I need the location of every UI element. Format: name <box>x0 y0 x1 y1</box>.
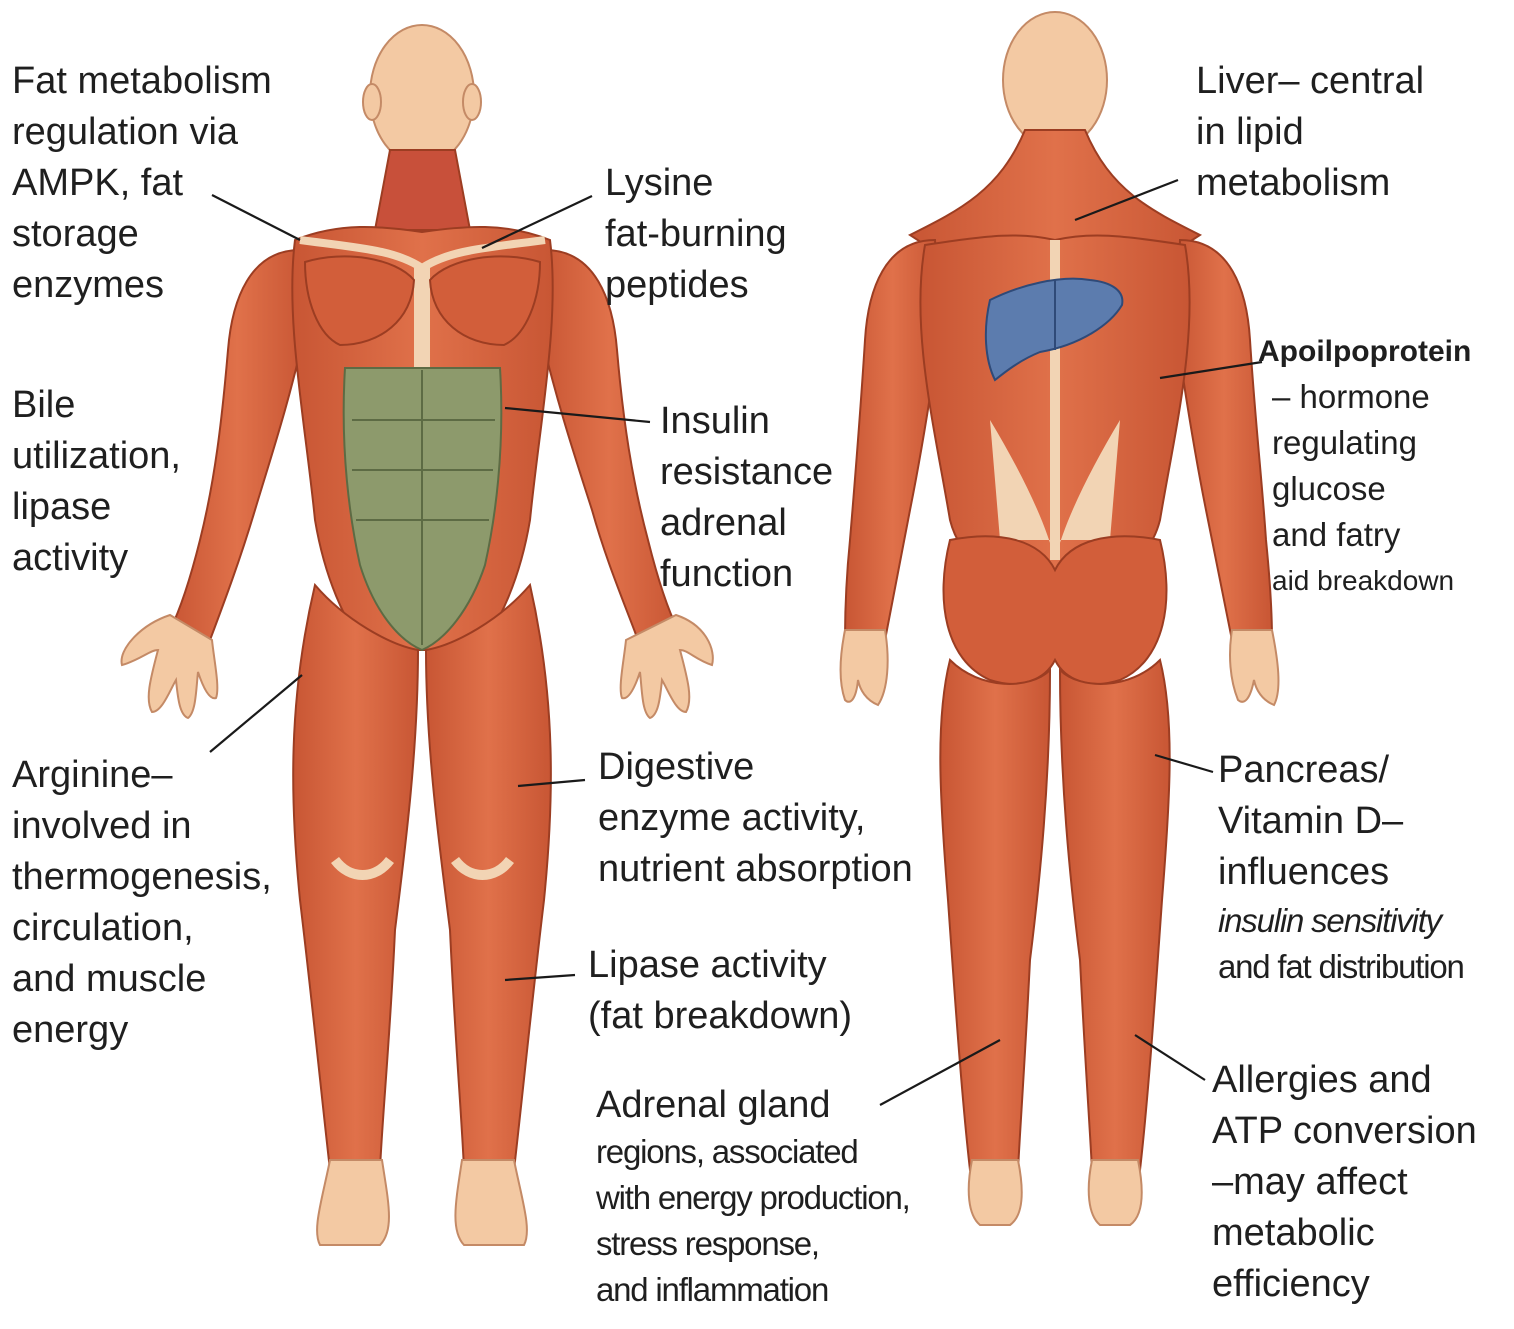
back-head <box>1003 12 1107 148</box>
label-insulin: Insulin resistance adrenal function <box>660 396 833 600</box>
front-head <box>370 25 474 165</box>
back-right-foot <box>1089 1160 1142 1225</box>
front-right-foot <box>455 1160 527 1245</box>
label-apolipoprotein: Apoilpoprotein – hormone regulating gluc… <box>1258 330 1471 604</box>
label-digestive: Digestive enzyme activity, nutrient abso… <box>598 742 913 895</box>
label-adrenal: Adrenal gland regions, associated with e… <box>596 1080 910 1313</box>
front-neck <box>375 150 470 230</box>
label-bile: Bile utilization, lipase activity <box>12 380 181 584</box>
label-allergies: Allergies and ATP conversion –may affect… <box>1212 1055 1477 1310</box>
back-right-leg <box>1060 660 1170 1170</box>
leader-arginine <box>210 675 302 752</box>
label-lipase: Lipase activity (fat breakdown) <box>588 940 852 1042</box>
label-lysine: Lysine fat-burning peptides <box>605 158 787 311</box>
label-liver: Liver– central in lipid metabolism <box>1196 56 1424 209</box>
back-left-leg <box>940 660 1050 1170</box>
label-fat-metabolism: Fat metabolism regulation via AMPK, fat … <box>12 56 272 311</box>
label-pancreas: Pancreas/ Vitamin D– influences insulin … <box>1218 745 1464 990</box>
back-left-foot <box>969 1160 1022 1225</box>
label-arginine: Arginine– involved in thermogenesis, cir… <box>12 750 272 1056</box>
front-left-foot <box>317 1160 389 1245</box>
back-left-hand <box>840 630 887 705</box>
back-right-hand <box>1230 630 1278 705</box>
